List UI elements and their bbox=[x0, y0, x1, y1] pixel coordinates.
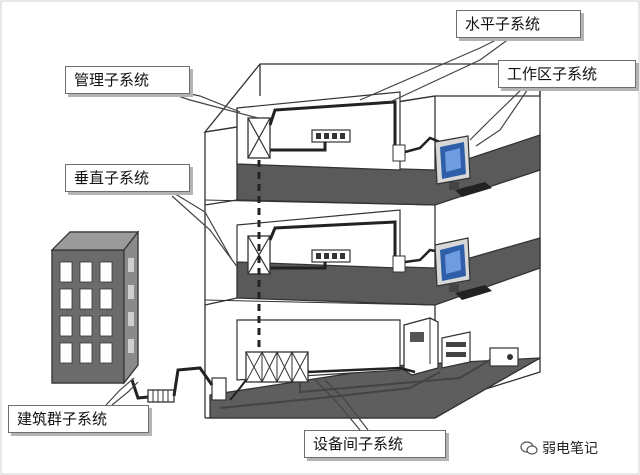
watermark-text: 弱电笔记 bbox=[542, 441, 598, 457]
equipment-room-subsystem-label: 设备间子系统 bbox=[304, 430, 446, 458]
wechat-icon bbox=[520, 441, 538, 455]
campus-subsystem-label: 建筑群子系统 bbox=[8, 405, 149, 433]
floor3-workstation bbox=[434, 135, 492, 197]
watermark: 弱电笔记 bbox=[520, 438, 598, 458]
office-building bbox=[203, 63, 541, 419]
vertical-subsystem-label: 垂直子系统 bbox=[65, 164, 190, 192]
floor2-workstation bbox=[434, 237, 492, 300]
floor2-network-equipment bbox=[247, 220, 441, 275]
work-area-subsystem-label: 工作区子系统 bbox=[498, 60, 636, 88]
horizontal-subsystem-label: 水平子系统 bbox=[456, 10, 581, 38]
management-subsystem-label: 管理子系统 bbox=[65, 66, 190, 94]
equipment-room-devices bbox=[219, 317, 519, 409]
building-entrance-box bbox=[211, 377, 227, 401]
campus-backbone-cable bbox=[130, 366, 214, 403]
campus-building bbox=[50, 230, 140, 385]
